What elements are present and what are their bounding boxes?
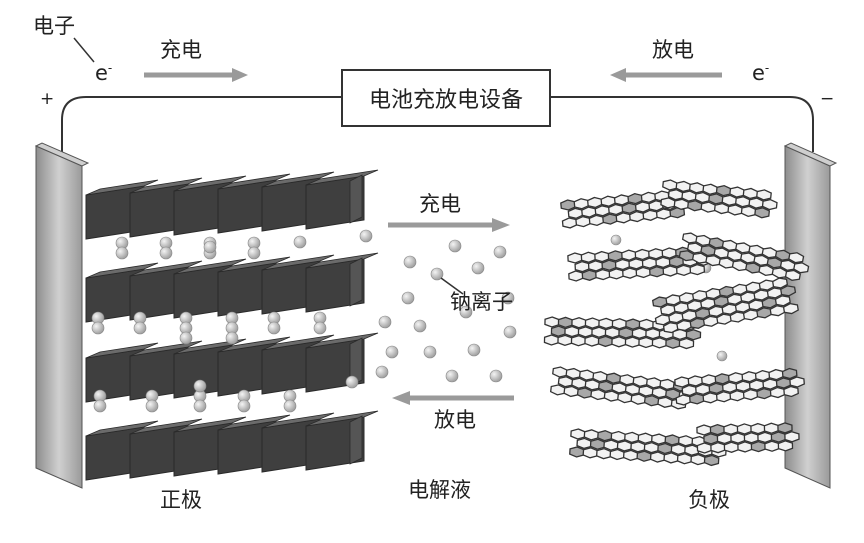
sodium-ion-label: 钠离子 [450, 290, 513, 314]
sodium-ion [267, 321, 281, 335]
top-charge-label: 充电 [160, 38, 202, 62]
positive-current-collector [34, 142, 90, 489]
sodium-ion [716, 350, 728, 362]
mid-discharge-arrow [392, 391, 514, 405]
sodium-ion [493, 245, 507, 259]
sodium-ion [179, 331, 193, 345]
positive-layer [85, 252, 379, 323]
positive-layer [85, 169, 379, 240]
sodium-ion [247, 246, 261, 260]
sodium-ion [93, 399, 107, 413]
sodium-ion [489, 369, 503, 383]
electron-label: 电子 [33, 14, 75, 38]
sodium-ion [193, 379, 207, 393]
mid-discharge-label: 放电 [434, 408, 476, 432]
sodium-ion [193, 399, 207, 413]
minus-sign: − [820, 89, 835, 109]
sodium-ion [501, 291, 515, 305]
charge-discharge-device: 电池充放电设备 [341, 69, 551, 127]
sodium-ion [159, 246, 173, 260]
electron-leader-line [73, 37, 95, 63]
sodium-ion [503, 325, 517, 339]
sodium-ion [610, 234, 622, 246]
sodium-ion [283, 399, 297, 413]
sodium-ion [413, 319, 427, 333]
sodium-ion [237, 399, 251, 413]
sodium-ion [359, 229, 373, 243]
sodium-ion [467, 343, 481, 357]
negative-electrode-graphene [543, 179, 810, 467]
sodium-ion [403, 255, 417, 269]
electrolyte-label: 电解液 [408, 478, 471, 502]
circuit-wire [61, 96, 814, 167]
sodium-ion [430, 267, 444, 281]
sodium-ion [313, 321, 327, 335]
sodium-ion [115, 246, 129, 260]
electron-symbol-right: e- [752, 61, 770, 85]
sodium-ion [345, 375, 359, 389]
sodium-ion [423, 345, 437, 359]
sodium-ion [459, 305, 473, 319]
negative-current-collector [783, 142, 838, 489]
sodium-ions [91, 229, 766, 413]
positive-electrode-layers [85, 169, 379, 481]
sodium-ion [378, 315, 392, 329]
electron-symbol-left: e- [95, 61, 113, 85]
plus-sign: + [40, 89, 55, 109]
positive-layer [85, 332, 379, 403]
ion-leader-line [440, 277, 464, 295]
sodium-ion [445, 369, 459, 383]
graphene-sheet [651, 277, 799, 334]
sodium-ion [225, 331, 239, 345]
graphene-sheet [696, 422, 800, 454]
positive-layer [85, 410, 379, 481]
sodium-ion [133, 321, 147, 335]
sodium-ion [91, 321, 105, 335]
graphene-sheet [543, 316, 702, 350]
graphene-sheet [549, 366, 695, 410]
sodium-ion [448, 239, 462, 253]
graphene-sheet [674, 367, 805, 406]
sodium-ion [293, 235, 307, 249]
negative-electrode-label: 负极 [688, 488, 730, 512]
sodium-ion [203, 240, 217, 254]
graphene-sheet [660, 179, 778, 219]
sodium-ion [145, 399, 159, 413]
mid-charge-label: 充电 [419, 192, 461, 216]
sodium-ion [385, 345, 399, 359]
top-discharge-arrow [610, 68, 722, 82]
top-discharge-label: 放电 [652, 38, 694, 62]
mid-charge-arrow [388, 218, 510, 232]
top-charge-arrow [144, 68, 248, 82]
positive-electrode-label: 正极 [160, 488, 202, 512]
sodium-ion [401, 291, 415, 305]
graphene-sheet [567, 245, 712, 282]
sodium-ion [375, 365, 389, 379]
graphene-sheet [678, 232, 810, 281]
sodium-ion [471, 261, 485, 275]
